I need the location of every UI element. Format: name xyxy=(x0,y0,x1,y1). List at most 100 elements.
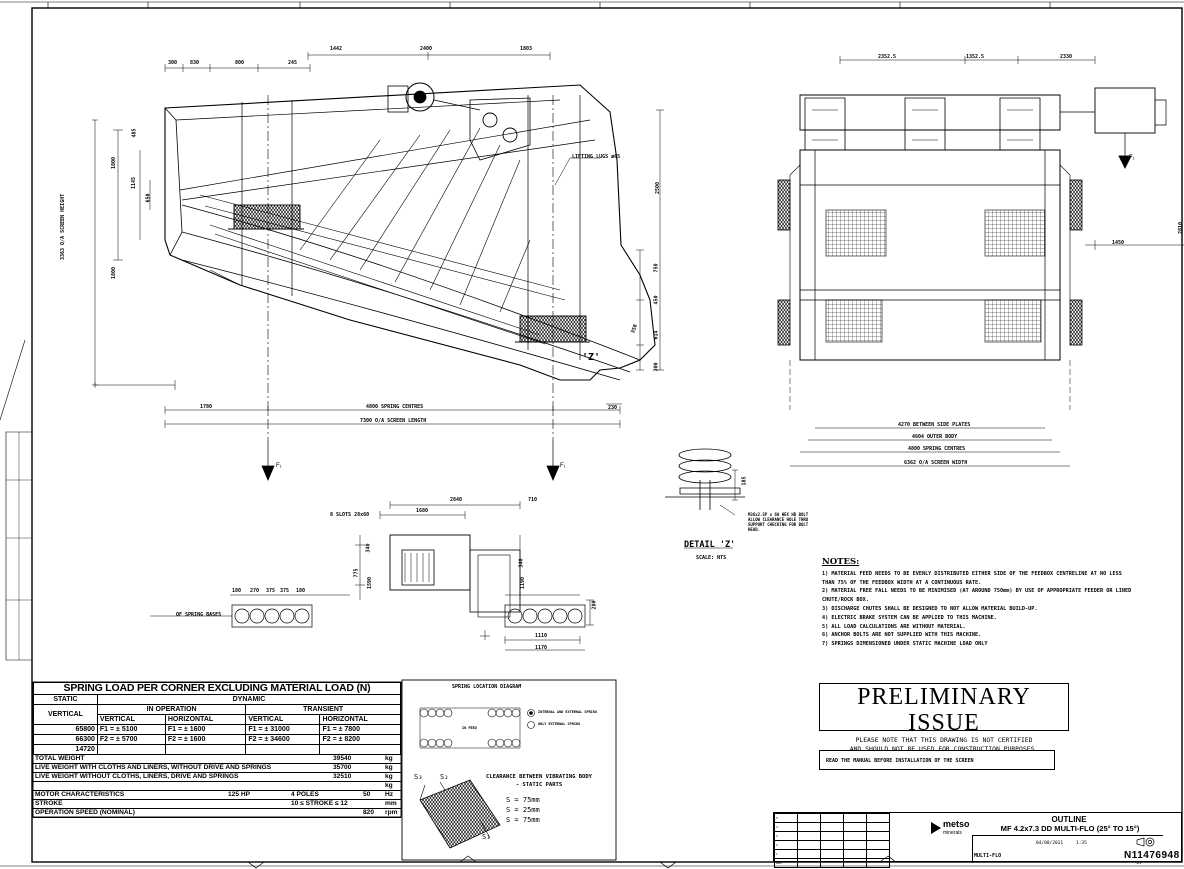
product-name: MULTI-FLO xyxy=(974,853,1002,859)
property-row: MOTOR CHARACTERISTICS 125 HP 4 POLES 50 Hz xyxy=(33,791,401,800)
note-line: THAN 75% OF THE FEEDBOX WIDTH AT A CONTI… xyxy=(822,579,982,586)
dim-left-3: 650 xyxy=(145,193,152,203)
dim-left-2: 1145 xyxy=(131,176,138,190)
property-value: 35700 xyxy=(333,764,352,771)
tr-v-value: F1 = ± 31000 xyxy=(245,724,321,735)
plan-row-1: 180 xyxy=(232,588,242,594)
op-horizontal-header: HORIZONTAL xyxy=(164,714,247,725)
note-line: 4) ELECTRIC BRAKE SYSTEM CAN BE APPLIED … xyxy=(822,614,997,621)
clearance-label-2: S₂ xyxy=(440,773,449,781)
end-dim-bottom-1: 4270 BETWEEN SIDE PLATES xyxy=(898,422,971,428)
property-unit: kg xyxy=(385,764,393,771)
end-dim-top-2: 1352.5 xyxy=(966,54,985,60)
dim-left-4: 485 xyxy=(131,128,138,138)
end-dim-top-1: 2352.5 xyxy=(878,54,897,60)
end-view xyxy=(777,56,1184,467)
motor-poles: 4 POLES xyxy=(291,791,319,798)
plan-dim-1680: 1680 xyxy=(416,508,429,514)
property-value: 39540 xyxy=(333,755,352,762)
property-unit: kg xyxy=(385,755,393,762)
property-value: 32510 xyxy=(333,773,352,780)
revision-table: 5 4 3 2 1 REV. xyxy=(774,813,890,868)
spring-legend-2: ONLY EXTERNAL SPRING xyxy=(538,722,581,726)
static-header: STATIC xyxy=(33,694,98,705)
dim-second-2: 830 xyxy=(190,60,200,66)
transient-header: TRANSIENT xyxy=(245,704,401,715)
op-h-value: F1 = ± 1600 xyxy=(164,724,247,735)
load-table-title: SPRING LOAD PER CORNER EXCLUDING MATERIA… xyxy=(33,682,401,695)
motor-hp: 125 HP xyxy=(228,791,250,798)
clearance-label-3: S₁ xyxy=(482,833,491,841)
in-operation-header: IN OPERATION xyxy=(96,704,247,715)
notes-title: NOTES: xyxy=(822,557,860,567)
op-vertical-header: VERTICAL xyxy=(96,714,166,725)
rev-number: 2 xyxy=(774,840,798,850)
dim-second-1: 300 xyxy=(168,60,178,66)
property-label: LIVE WEIGHT WITH CLOTHS AND LINERS, WITH… xyxy=(35,764,272,771)
property-row: kg xyxy=(33,782,401,791)
detail-title: DETAIL 'Z' xyxy=(684,540,736,550)
property-label: TOTAL WEIGHT xyxy=(35,755,85,762)
dim-bottom-1: 1780 xyxy=(200,404,213,410)
note-line: 2) MATERIAL FREE FALL NEEDS TO BE MINIMI… xyxy=(822,588,1132,595)
dim-top-2: 2400 xyxy=(420,46,433,52)
property-row: LIVE WEIGHT WITH CLOTHS AND LINERS, WITH… xyxy=(33,764,401,773)
rev-number: 4 xyxy=(774,822,798,832)
tr-v-value xyxy=(245,744,321,755)
dim-top-1: 1442 xyxy=(330,46,343,52)
dim-bottom-3: 7300 O/A SCREEN LENGTH xyxy=(360,418,427,424)
property-label: LIVE WEIGHT WITHOUT CLOTHS, LINERS, DRIV… xyxy=(35,773,239,780)
dim-top-3: 1803 xyxy=(520,46,533,52)
clearance-value-2: S = 25mm xyxy=(506,806,540,814)
plan-slots: 8 SLOTS 28x60 xyxy=(330,512,370,518)
property-label: STROKE xyxy=(35,800,63,807)
metso-logo-icon xyxy=(931,822,941,834)
plan-bottom-2: 1170 xyxy=(535,645,548,651)
tr-vertical-header: VERTICAL xyxy=(245,714,321,725)
clearance-label-1: S₃ xyxy=(414,773,423,781)
property-row: TOTAL WEIGHT 39540 kg xyxy=(33,755,401,764)
property-unit: kg xyxy=(385,773,393,780)
plan-label: OF SPRING BASES xyxy=(176,612,222,618)
force-label-right: F₁ xyxy=(560,463,566,469)
plan-v-3: 1590 xyxy=(367,576,374,590)
dim-bottom-2: 4800 SPRING CENTRES xyxy=(366,404,424,410)
property-unit: mm xyxy=(385,800,397,807)
note-line: 7) SPRINGS DIMENSIONED UNDER STATIC MACH… xyxy=(822,641,988,648)
force-label-end: F₁ xyxy=(1129,155,1135,161)
plan-row-3: 375 xyxy=(266,588,276,594)
plan-row-2: 270 xyxy=(250,588,260,594)
end-dim-bottom-2: 4604 OUTER BODY xyxy=(912,434,958,440)
plan-bottom-1: 1110 xyxy=(535,633,548,639)
dim-left-1: 1800 xyxy=(111,156,118,170)
plan-v-2: 340 xyxy=(365,543,372,553)
drawing-title-1: OUTLINE xyxy=(1051,815,1087,824)
dynamic-header: DYNAMIC xyxy=(96,694,402,705)
property-unit: Hz xyxy=(385,791,394,798)
property-row: LIVE WEIGHT WITHOUT CLOTHS, LINERS, DRIV… xyxy=(33,773,401,782)
op-h-value: F2 = ± 1600 xyxy=(164,734,247,745)
clearance-value-1: S = 75mm xyxy=(506,796,540,804)
dim-second-4: 245 xyxy=(288,60,298,66)
title-block: 5 4 3 2 1 REV. metso minerals OUTLINE MF… xyxy=(773,812,1182,868)
property-label: MOTOR CHARACTERISTICS xyxy=(35,791,125,798)
dim-bottom-4: 230 xyxy=(608,405,618,411)
op-v-value xyxy=(96,744,166,755)
notes-block: NOTES: 1) MATERIAL FEED NEEDS TO BE EVEN… xyxy=(822,558,1162,649)
property-value: 50 xyxy=(363,791,371,798)
dim-right-2: 450 xyxy=(653,295,660,305)
table-row: 65800 F1 = ± 5100 F1 = ± 1600 F1 = ± 310… xyxy=(33,724,401,735)
plan-v-6: 280 xyxy=(591,600,598,610)
side-view xyxy=(92,52,664,482)
company-sub: minerals xyxy=(943,830,962,836)
note-line: 5) ALL LOAD CALCULATIONS ARE WITHOUT MAT… xyxy=(822,623,966,630)
rev-number: 3 xyxy=(774,831,798,841)
detail-z-marker: 'Z' xyxy=(582,352,601,363)
plan-dim-1: 2840 xyxy=(450,497,463,503)
machine-properties: TOTAL WEIGHT 39540 kg LIVE WEIGHT WITH CLO… xyxy=(33,755,401,818)
plan-v-5: 1190 xyxy=(520,576,527,590)
note-line: 3) DISCHARGE CHUTES SHALL BE DESIGNED TO… xyxy=(822,605,1038,612)
plan-row-4: 375 xyxy=(280,588,290,594)
force-label-left: F₁ xyxy=(276,463,282,469)
